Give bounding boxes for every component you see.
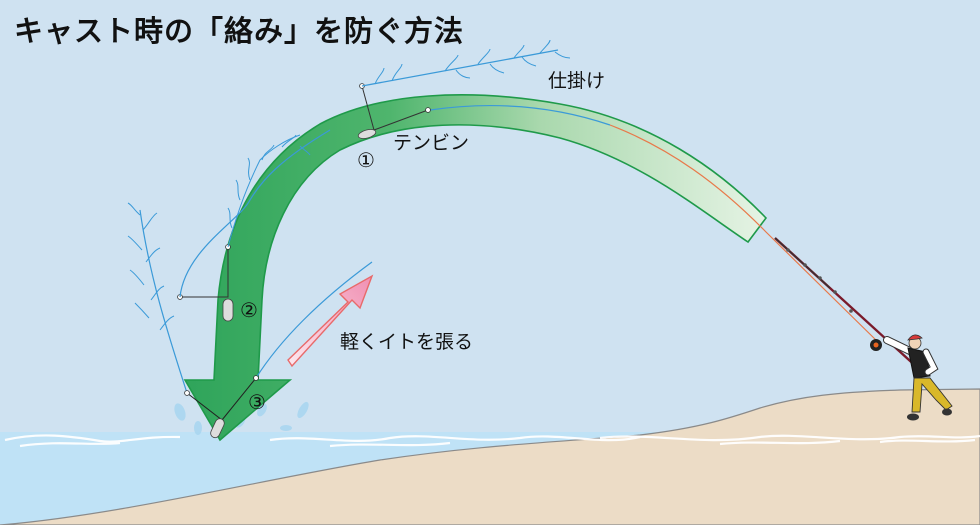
step-1-marker: ①: [357, 148, 375, 172]
angler: [870, 334, 953, 421]
sinker: [210, 418, 225, 439]
label-tension: 軽くイトを張る: [340, 331, 474, 353]
hooks: [374, 39, 571, 85]
rig-step2: [177, 129, 331, 322]
rod-guides: [786, 248, 853, 313]
line-blue: [429, 105, 611, 126]
page-title: キャスト時の「絡み」を防ぐ方法: [14, 14, 465, 48]
hooks: [227, 134, 311, 229]
casting-arc-arrow: [183, 94, 768, 442]
sinker: [222, 298, 234, 322]
rig-step1: [357, 39, 571, 139]
yellow-pants: [911, 377, 953, 413]
hooks: [127, 202, 175, 331]
wave-foam: [4, 434, 980, 448]
label-tenbin: テンビン: [393, 132, 470, 154]
line-step3: [255, 261, 373, 379]
tension-arrow: [287, 274, 374, 368]
step-3-marker: ③: [248, 390, 266, 414]
line-orange: [609, 124, 881, 345]
step-2-marker: ②: [240, 298, 258, 322]
rig-step3: [127, 202, 259, 439]
splash: [174, 401, 309, 435]
sinker: [357, 129, 377, 139]
red-cap: [907, 334, 923, 341]
label-shikake: 仕掛け: [548, 70, 606, 92]
